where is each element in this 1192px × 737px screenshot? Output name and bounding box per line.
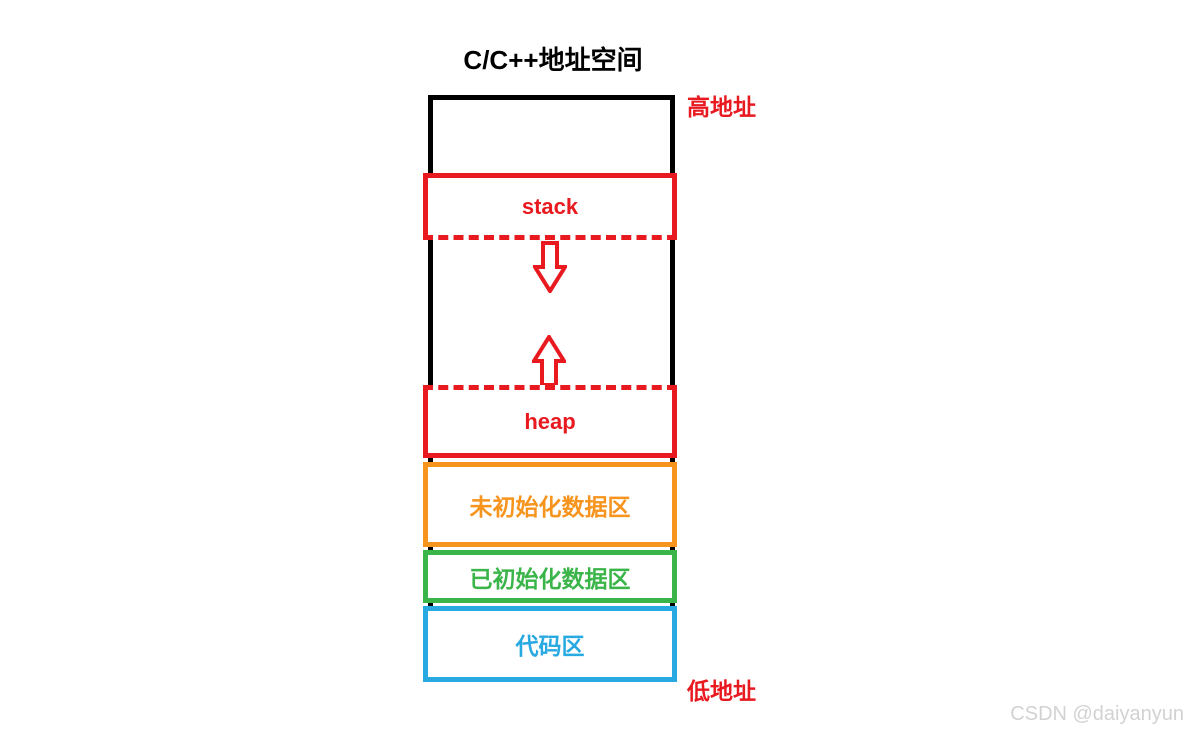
watermark-text: CSDN @daiyanyun <box>1010 703 1184 725</box>
region-stack: stack <box>423 173 677 240</box>
page-title: C/C++地址空间 <box>463 45 643 75</box>
low-address-label: 低地址 <box>687 678 756 704</box>
stack-grow-down-arrow-icon <box>531 241 569 295</box>
region-initialized-data-label: 已初始化数据区 <box>469 565 631 592</box>
region-code-label: 代码区 <box>515 633 585 659</box>
high-address-label: 高地址 <box>687 94 756 120</box>
region-uninitialized-data: 未初始化数据区 <box>423 462 677 547</box>
region-stack-label: stack <box>521 193 579 219</box>
heap-grow-up-arrow-icon <box>530 333 568 387</box>
region-code: 代码区 <box>423 606 677 682</box>
region-heap-label: heap <box>524 408 576 434</box>
region-heap: heap <box>423 385 677 458</box>
region-initialized-data: 已初始化数据区 <box>423 550 677 603</box>
region-uninitialized-data-label: 未初始化数据区 <box>469 493 631 520</box>
